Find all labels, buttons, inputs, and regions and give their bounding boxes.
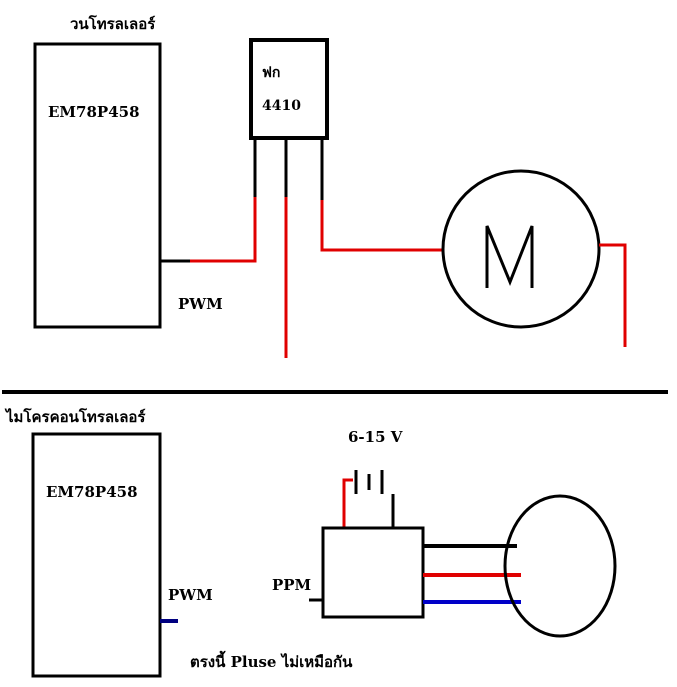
bottom-controller-chip-label: EM78P458 bbox=[46, 483, 138, 501]
motor-return-wire bbox=[599, 243, 627, 347]
motor-m-glyph bbox=[485, 225, 534, 288]
motor-circle bbox=[441, 169, 601, 329]
top-controller-box bbox=[33, 42, 162, 329]
ppm-label: PPM bbox=[272, 576, 312, 594]
brushless-motor bbox=[503, 494, 617, 638]
mosfet-body bbox=[249, 38, 329, 140]
top-controller-chip-label: EM78P458 bbox=[48, 103, 140, 121]
esc-box bbox=[321, 526, 425, 619]
voltage-label: 6-15 V bbox=[348, 428, 403, 446]
mosfet-label-line1: ฟก bbox=[262, 65, 281, 81]
mosfet-label-line2: 4410 bbox=[262, 98, 301, 114]
top-section-label: วนโทรลเลอร์ bbox=[70, 15, 156, 33]
top-pwm-wire-red bbox=[190, 197, 257, 263]
battery-pos-wire bbox=[342, 478, 353, 528]
bottom-controller-box bbox=[31, 432, 162, 678]
mosfet-to-motor-wire bbox=[320, 200, 443, 252]
pulse-note: ตรงนี้ Pluse ไม่เหมือกัน bbox=[190, 653, 353, 671]
bottom-section-label: ไมโครคอนโทรลเลอร์ bbox=[6, 408, 146, 426]
top-pwm-label: PWM bbox=[178, 295, 223, 313]
bottom-pwm-label: PWM bbox=[168, 586, 213, 604]
